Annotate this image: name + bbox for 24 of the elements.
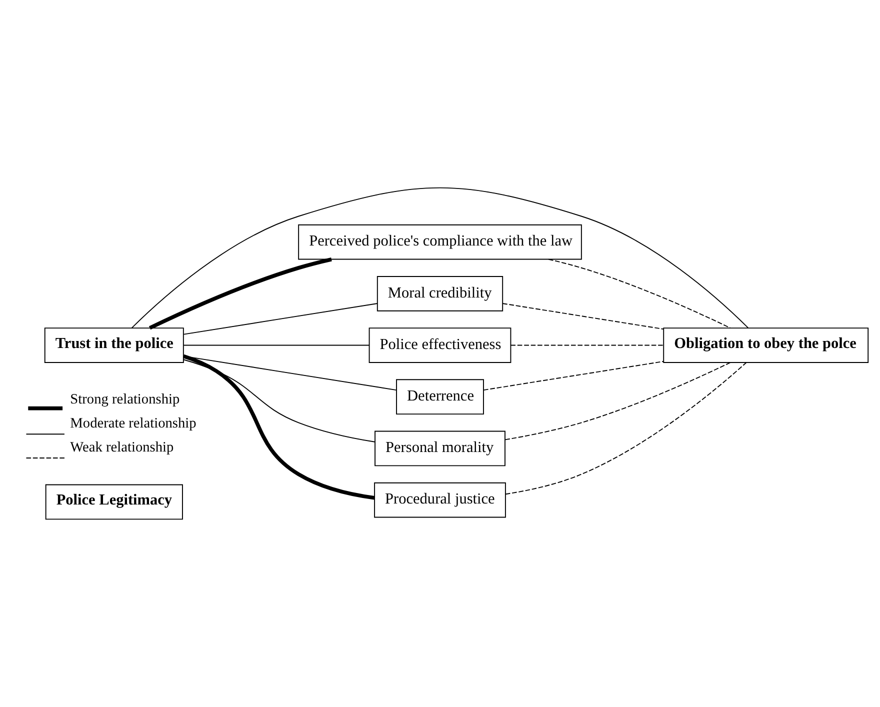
- connector: [183, 359, 376, 442]
- connector: [131, 187, 749, 328]
- connector: [183, 303, 378, 335]
- node-box: Personal morality: [374, 430, 506, 466]
- node-box: Police effectiveness: [368, 328, 512, 363]
- node-box: Procedural justice: [374, 482, 506, 518]
- connector: [148, 257, 332, 330]
- node-box: Perceived police's compliance with the law: [298, 224, 582, 260]
- legend-label: Moderate relationship: [70, 415, 196, 432]
- connector: [505, 362, 747, 495]
- connector: [183, 354, 375, 500]
- node-box: Trust in the police: [44, 328, 184, 363]
- node-box: Moral credibility: [376, 276, 504, 312]
- legend-label: Weak relationship: [70, 439, 174, 456]
- node-box: Obligation to obey the polce: [663, 328, 869, 363]
- connector: [504, 362, 731, 440]
- legend-label: Strong relationship: [70, 392, 180, 408]
- node-box: Police Legitimacy: [45, 484, 183, 520]
- connector: [483, 360, 664, 391]
- connector: [183, 344, 370, 346]
- connector: [548, 258, 731, 328]
- connector: [510, 344, 664, 346]
- node-box: Deterrence: [396, 379, 484, 415]
- connector: [502, 303, 664, 330]
